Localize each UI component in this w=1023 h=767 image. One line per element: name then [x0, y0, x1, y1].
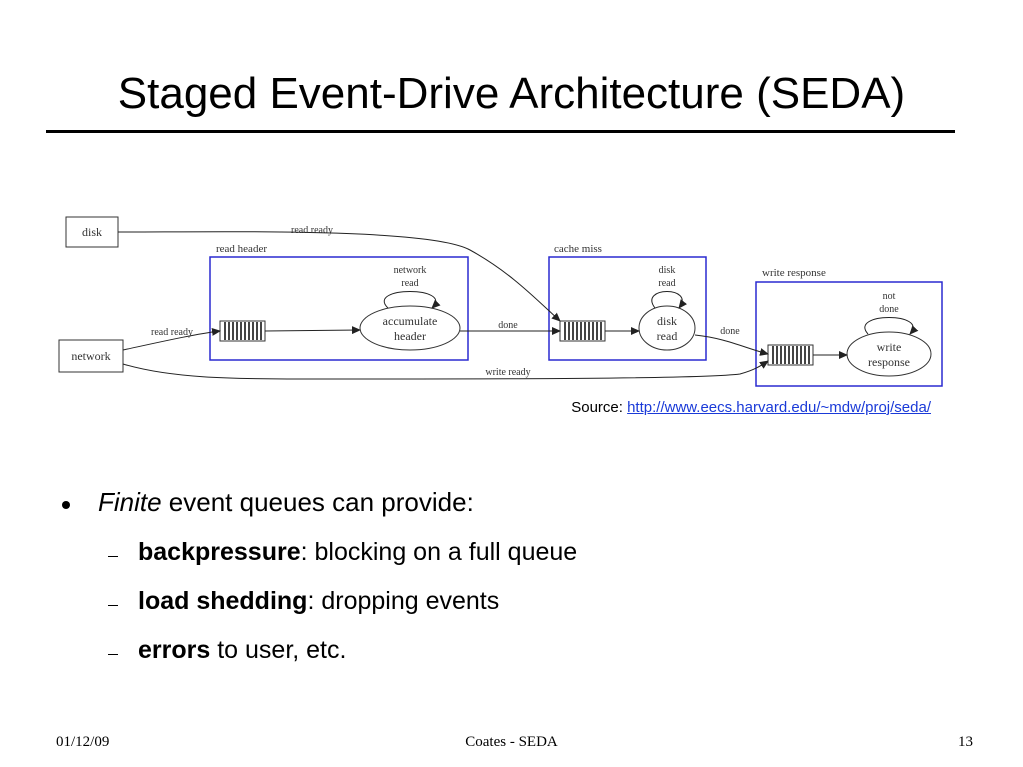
dash-icon: [108, 605, 118, 606]
not-done-label-2: done: [879, 304, 899, 315]
network-node: [58, 339, 124, 373]
edge-disk-to-cache-miss: [117, 231, 561, 322]
footer-title: Coates - SEDA: [465, 734, 558, 750]
footer-date: 01/12/09: [56, 734, 110, 750]
dash-icon: [108, 654, 118, 655]
stage-write-response-box: [755, 281, 943, 387]
write-response-label-2: response: [868, 355, 910, 369]
stage-cache-miss-box: [548, 256, 707, 361]
bullet-dot-icon: [62, 500, 70, 509]
sub-bullet-backpressure: backpressure: blocking on a full queue: [108, 538, 577, 567]
source-link[interactable]: http://www.eecs.harvard.edu/~mdw/proj/se…: [627, 399, 931, 416]
sub-bullet-errors: errors to user, etc.: [108, 636, 346, 665]
not-done-label-1: not: [883, 291, 896, 302]
network-node-label: network: [71, 349, 110, 363]
accumulate-label-1: accumulate: [383, 314, 438, 328]
write-response-node: [846, 331, 932, 377]
disk-node-label: disk: [82, 225, 102, 239]
sub-bullet-text: : dropping events: [307, 587, 500, 615]
bullet-text: event queues can provide:: [161, 487, 474, 517]
queue-read-header: [219, 320, 266, 342]
disk-read-loop-label-2: read: [658, 278, 675, 289]
write-ready-label: write ready: [485, 367, 530, 378]
not-done-loop: [864, 317, 919, 335]
read-ready-left-label: read ready: [151, 327, 193, 338]
main-bullet: Finite event queues can provide:: [62, 487, 474, 518]
disk-read-label-2: read: [657, 329, 678, 343]
done-label-1: done: [498, 320, 518, 331]
disk-read-loop: [651, 291, 688, 309]
write-response-label-1: write: [877, 340, 902, 354]
stage-read-header-box: [209, 256, 469, 361]
accumulate-label-2: header: [394, 329, 426, 343]
dash-icon: [108, 556, 118, 557]
queue-write-response: [767, 344, 814, 366]
slide-title: Staged Event-Drive Architecture (SEDA): [117, 69, 906, 118]
network-read-loop: [384, 291, 441, 309]
bullet-emphasis: Finite: [98, 487, 162, 517]
sub-bullet-text: : blocking on a full queue: [300, 538, 578, 566]
done-label-2: done: [720, 326, 740, 337]
network-read-label-2: read: [401, 278, 418, 289]
disk-node: [65, 216, 119, 248]
sub-bullet-load-shedding: load shedding: dropping events: [108, 587, 499, 616]
disk-read-loop-label-1: disk: [659, 265, 676, 276]
edge-network-to-read-header: [122, 327, 221, 351]
stage-read-header-label: read header: [216, 243, 267, 255]
title-rule: [46, 130, 955, 133]
edge-network-write-ready: [122, 360, 769, 380]
disk-read-node: [638, 305, 696, 351]
read-ready-top-label: read ready: [291, 225, 333, 236]
disk-read-label-1: disk: [657, 314, 677, 328]
edge-disk-read-to-write-response: [694, 334, 769, 356]
edge-queue-to-accumulate: [264, 326, 361, 335]
source-label: Source:: [571, 399, 623, 416]
stage-write-response-label: write response: [762, 267, 826, 279]
footer-page-number: 13: [958, 734, 973, 750]
queue-cache-miss: [559, 320, 606, 342]
accumulate-header-node: [359, 305, 461, 351]
stage-cache-miss-label: cache miss: [554, 243, 602, 255]
sub-bullet-term: backpressure: [138, 538, 301, 566]
sub-bullet-term: errors: [138, 636, 211, 664]
source-citation: Source: http://www.eecs.harvard.edu/~mdw…: [571, 399, 931, 416]
sub-bullet-term: load shedding: [138, 587, 308, 615]
sub-bullet-text: to user, etc.: [210, 636, 347, 664]
network-read-label-1: network: [394, 265, 427, 276]
